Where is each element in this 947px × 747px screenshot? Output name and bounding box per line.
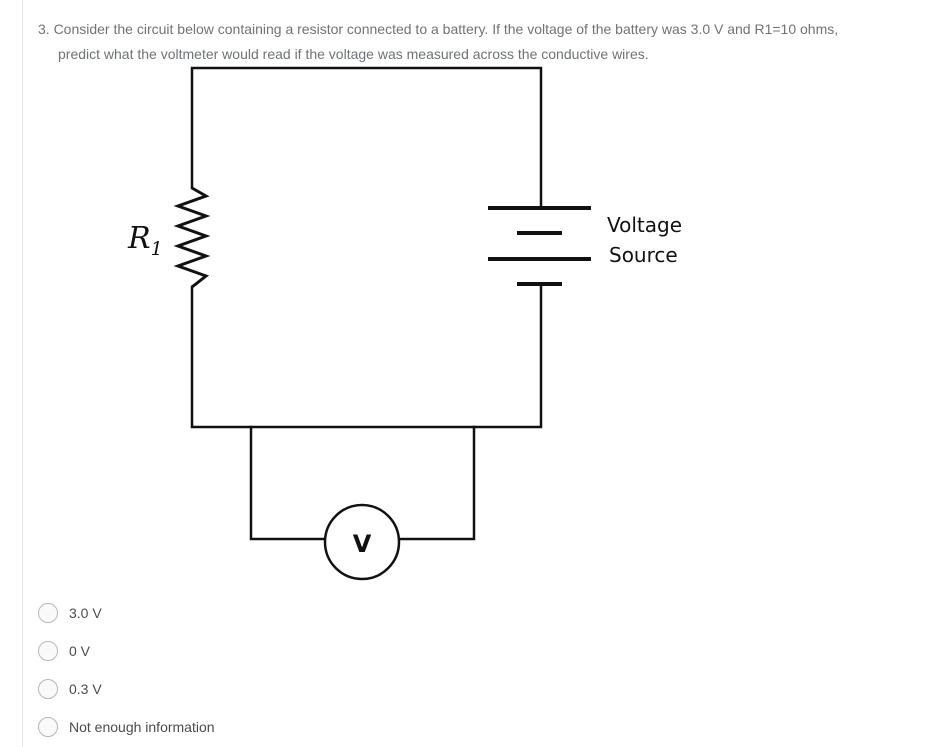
option-label: Not enough information: [69, 719, 215, 735]
content-left-border: [22, 0, 23, 747]
circuit-wires: [190, 66, 543, 541]
voltmeter-lead-left: [249, 425, 327, 541]
question-line-1: 3. Consider the circuit below containing…: [38, 21, 839, 37]
radio-button[interactable]: [38, 679, 58, 699]
option-0v[interactable]: 0 V: [38, 632, 215, 670]
voltmeter-lead-right: [398, 425, 476, 541]
battery-symbol: [488, 206, 591, 286]
circuit-diagram: V R1 Voltage Source: [127, 66, 682, 581]
option-3v[interactable]: 3.0 V: [38, 594, 215, 632]
option-label: 3.0 V: [69, 605, 102, 621]
resistor-r1: [173, 186, 211, 289]
resistor-label-letter: R: [127, 221, 151, 256]
resistor-label-subscript: 1: [151, 238, 163, 260]
radio-button[interactable]: [38, 603, 58, 623]
voltmeter-circle: [323, 503, 401, 581]
option-0-3v[interactable]: 0.3 V: [38, 670, 215, 708]
option-label: 0 V: [69, 643, 91, 659]
radio-button[interactable]: [38, 717, 58, 737]
radio-button[interactable]: [38, 641, 58, 661]
voltmeter-label: V: [353, 530, 372, 558]
question-line-2: predict what the voltmeter would read if…: [58, 46, 649, 62]
bottom-wire: [190, 284, 543, 429]
question-text: 3. Consider the circuit below containing…: [38, 17, 943, 67]
answer-options: 3.0 V 0 V 0.3 V Not enough information: [38, 594, 215, 746]
top-wire: [190, 66, 543, 207]
voltage-source-label-line-1: Voltage: [607, 213, 682, 237]
voltage-source-label-line-2: Source: [609, 243, 678, 267]
option-not-enough-information[interactable]: Not enough information: [38, 708, 215, 746]
resistor-label: R1: [127, 221, 163, 260]
option-label: 0.3 V: [69, 681, 102, 697]
